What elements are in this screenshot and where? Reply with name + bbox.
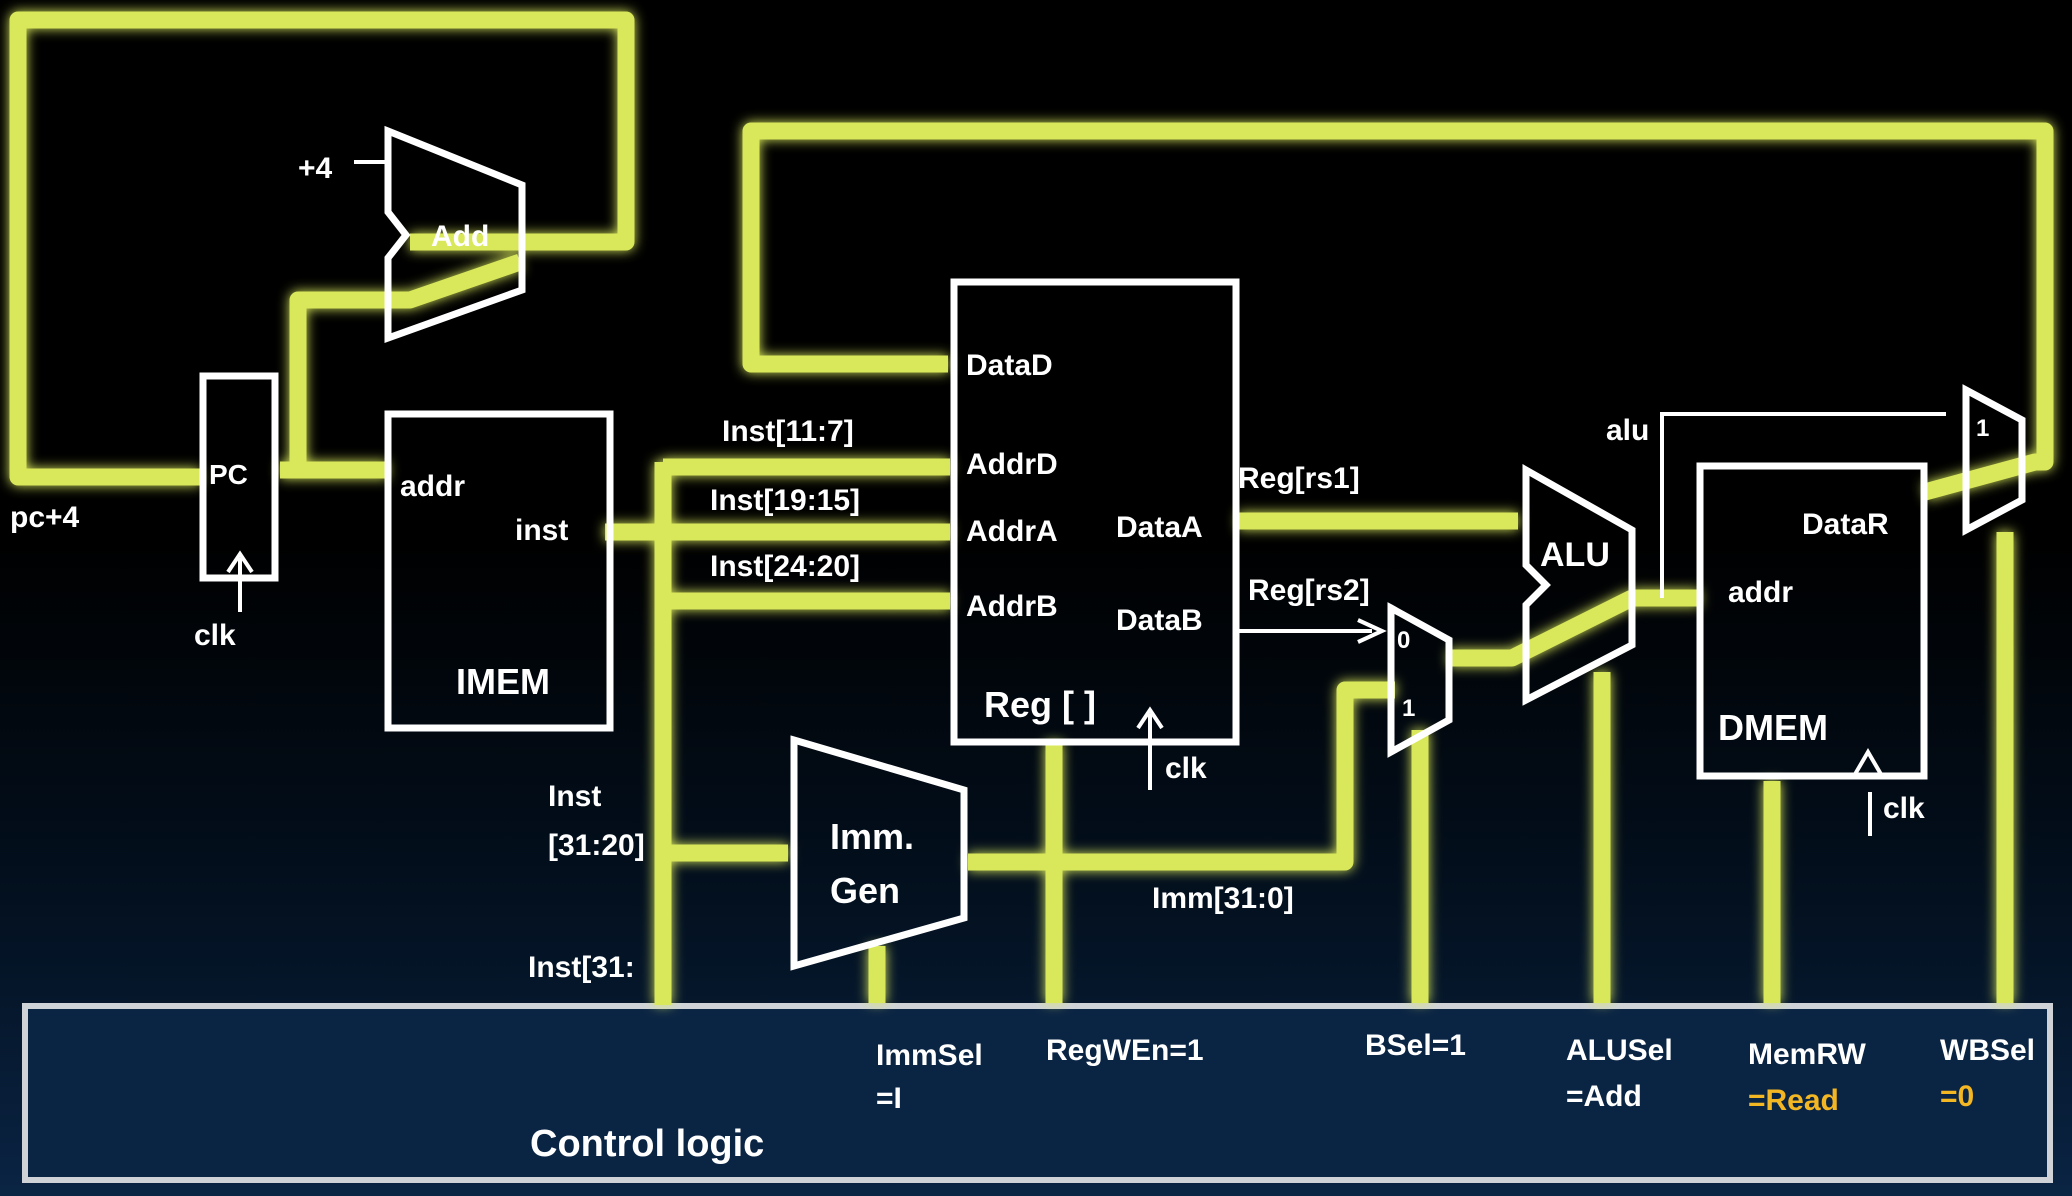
reg-rs1-label: Reg[rs1]	[1238, 462, 1360, 495]
wbsel-label-b: =0	[1940, 1080, 1974, 1113]
reg-clk-label: clk	[1165, 752, 1207, 785]
imem-block	[384, 410, 614, 732]
imem-addr-label: addr	[400, 470, 465, 503]
addrb-label: AddrB	[966, 590, 1058, 623]
immsel-label-a: ImmSel	[876, 1039, 983, 1072]
register-file	[950, 278, 1240, 746]
immsel-label-b: =I	[876, 1082, 902, 1115]
regwen-label: RegWEn=1	[1046, 1034, 1204, 1067]
inst-11-7-label: Inst[11:7]	[722, 415, 854, 448]
alusel-label-b: =Add	[1566, 1080, 1642, 1113]
dataa-label: DataA	[1116, 511, 1203, 544]
control-logic-title: Control logic	[530, 1123, 764, 1165]
wbsel-label-a: WBSel	[1940, 1034, 2035, 1067]
inst-31-20-label-a: Inst	[548, 780, 601, 813]
bsel-to-alu-wire	[1449, 590, 1636, 667]
bsel-mux-0: 0	[1397, 627, 1410, 654]
memrw-label-a: MemRW	[1748, 1038, 1866, 1071]
datab-label: DataB	[1116, 604, 1203, 637]
wb-mux	[1962, 384, 2026, 536]
alu-block	[1522, 463, 1636, 706]
addrd-label: AddrD	[966, 448, 1058, 481]
imem-label: IMEM	[456, 661, 550, 702]
imm-31-0-label: Imm[31:0]	[1152, 882, 1294, 915]
reg-clk-arrow	[1136, 706, 1164, 790]
datar-label: DataR	[1802, 508, 1889, 541]
adder-label: Add	[431, 220, 489, 253]
rs2-wire	[1236, 618, 1387, 644]
reg-rs2-label: Reg[rs2]	[1248, 574, 1370, 607]
imm-gen-label-b: Gen	[830, 870, 900, 911]
bsel-label: BSel=1	[1365, 1029, 1466, 1062]
writeback-loop	[742, 122, 2054, 501]
control-logic-panel	[22, 1003, 2053, 1183]
dmem-clk-label: clk	[1883, 792, 1925, 825]
pc-label: PC	[209, 459, 248, 490]
imem-inst-label: inst	[515, 514, 568, 547]
alu-label: ALU	[1540, 536, 1610, 574]
alu-wire-label: alu	[1606, 414, 1649, 447]
dmem-label: DMEM	[1718, 707, 1828, 748]
imm-gen-label-a: Imm.	[830, 816, 914, 857]
dmem-block	[1696, 462, 1928, 780]
addra-label: AddrA	[966, 515, 1058, 548]
wb-mux-1: 1	[1976, 415, 1989, 442]
inst-19-15-label: Inst[19:15]	[710, 484, 860, 517]
alusel-label-a: ALUSel	[1566, 1034, 1673, 1067]
reg-label: Reg [ ]	[984, 684, 1096, 725]
dmem-clk-tick	[1852, 748, 1884, 778]
pc-clk-label: clk	[194, 619, 236, 652]
adder-block	[384, 125, 526, 343]
imm-gen-block	[790, 735, 968, 971]
pc-plus4-loop	[9, 11, 635, 486]
pc-clk-arrow	[226, 550, 254, 612]
imm-wire	[968, 681, 1395, 871]
dmem-addr-label: addr	[1728, 576, 1793, 609]
alu-to-wbmux-wire	[1660, 412, 1946, 598]
inst-31-20-label-b: [31:20]	[548, 829, 645, 862]
active-paths	[9, 11, 2054, 1005]
pc-to-adder-wire	[289, 253, 523, 470]
inst-31-label: Inst[31:	[528, 951, 635, 984]
memrw-label-b: =Read	[1748, 1084, 1839, 1117]
inst-24-20-label: Inst[24:20]	[710, 550, 860, 583]
bsel-mux-1: 1	[1402, 695, 1415, 722]
plus4-label: +4	[298, 152, 333, 185]
datad-label: DataD	[966, 349, 1053, 382]
bsel-mux	[1387, 602, 1453, 758]
pc-plus4-label: pc+4	[10, 501, 80, 534]
